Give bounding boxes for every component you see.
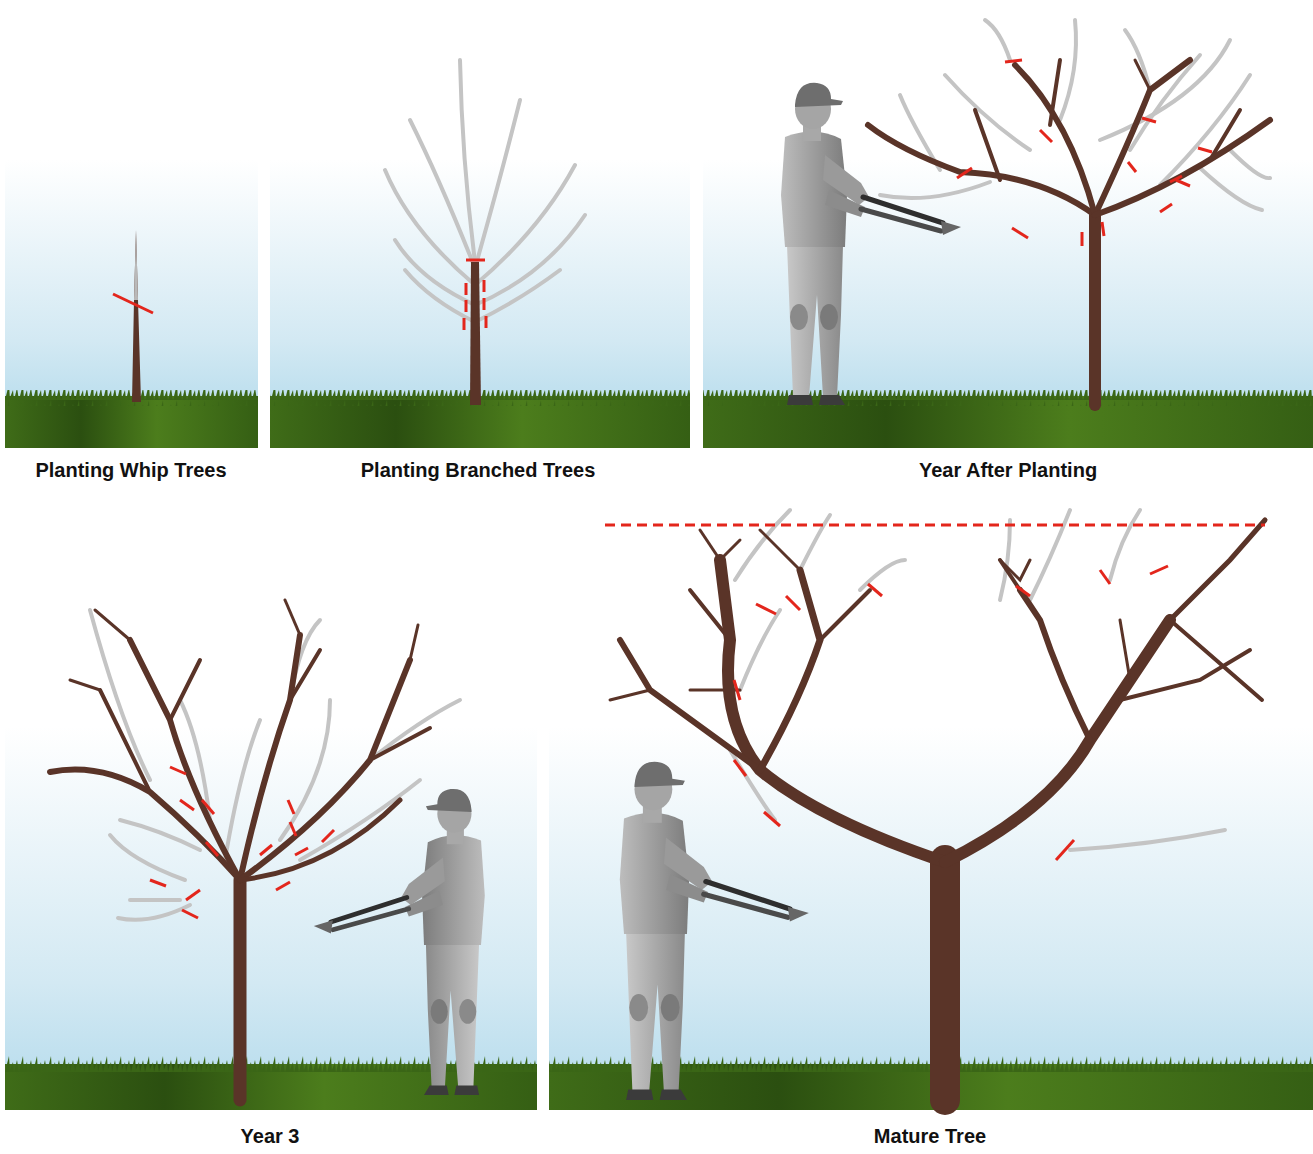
panel-caption: Year After Planting — [919, 458, 1097, 482]
panel-caption: Year 3 — [241, 1124, 300, 1148]
panel-branched — [270, 0, 690, 448]
panel-year-after — [703, 0, 1313, 448]
panel-caption: Mature Tree — [874, 1124, 986, 1148]
panel-mature — [549, 498, 1313, 1110]
panel-caption: Planting Whip Trees — [35, 458, 226, 482]
panel-caption: Planting Branched Trees — [361, 458, 596, 482]
panel-year-3 — [5, 498, 537, 1110]
panel-whip — [5, 0, 258, 448]
